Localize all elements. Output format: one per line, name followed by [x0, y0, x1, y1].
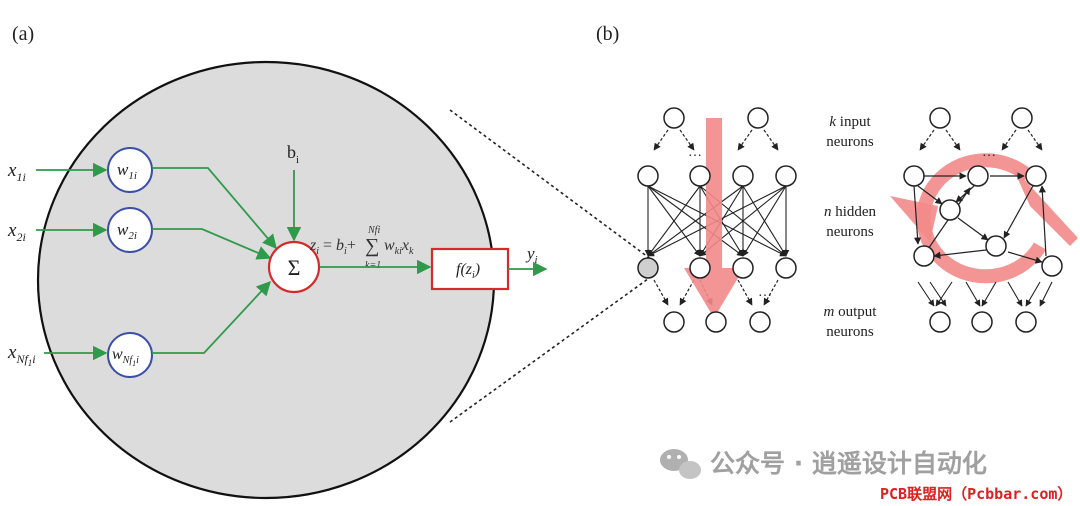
rnn-input-fan: [919, 129, 1043, 151]
weight-w2-label: w2i: [117, 220, 137, 242]
ff-hidden-layer-2: [637, 257, 797, 279]
panel-a: (a) x1i x2i xNf1i w1i w2i wNf1i: [7, 23, 653, 500]
hidden-layer-label-2: neurons: [826, 224, 874, 240]
rnn-arrow-head-left: [890, 196, 938, 242]
input-layer-label-2: neurons: [826, 134, 874, 150]
panel-a-label: (a): [12, 23, 34, 45]
svg-text:∑: ∑: [365, 235, 379, 257]
wechat-watermark-text: 公众号 · 逍遥设计自动化: [710, 449, 987, 478]
w2-to-sum-arrow: [152, 228, 272, 260]
input-layer-label: k input: [829, 114, 871, 130]
weight-w1-node: [107, 147, 153, 193]
rnn-input-dots: …: [982, 145, 996, 160]
ff-input-fan: [653, 129, 779, 151]
output-layer-label-2: neurons: [826, 324, 874, 340]
summation-node: [267, 240, 321, 294]
ff-hidden-layer-1: [637, 165, 797, 187]
input-xn-label: xNf1i: [7, 342, 36, 368]
ff-input-layer: [663, 107, 769, 129]
activation-function-label: f(zi): [456, 261, 480, 281]
rnn-output-fan: [917, 281, 1053, 307]
weight-w1-label: w1i: [117, 160, 137, 182]
summation-symbol: Σ: [288, 255, 301, 280]
site-watermark-text: PCB联盟网（Pcbbar.com）: [880, 485, 1072, 503]
weight-w2-node: [107, 207, 153, 253]
hidden-layer-label: n hidden: [824, 204, 877, 220]
ff-edge: [647, 185, 744, 257]
ff-edge: [647, 185, 701, 257]
svg-text:wkixk: wkixk: [384, 237, 414, 257]
rnn-hidden-layer: [903, 165, 1063, 277]
ff-edge: [742, 185, 787, 257]
output-y-label: yi: [525, 244, 538, 266]
ff-input-dots: …: [688, 145, 702, 160]
wn-to-sum-arrow: [152, 280, 271, 354]
weight-wn-label: wNf1i: [112, 346, 139, 368]
rnn-arrow-head-right: [1012, 166, 1078, 246]
svg-text:zi = bi+: zi = bi+: [309, 237, 356, 257]
recurrent-network: …: [890, 107, 1078, 333]
weighted-sum-equation: zi = bi+ ∑ Nfi k=1 wkixk: [309, 225, 414, 271]
svg-text:Nfi: Nfi: [367, 225, 380, 236]
panel-b: (b) … …: [596, 23, 1078, 340]
ff-highlighted-neuron: [637, 257, 659, 279]
feedforward-network: … …: [637, 107, 797, 333]
panel-b-label: (b): [596, 23, 619, 45]
rnn-output-layer: [929, 311, 1037, 333]
input-x1-label: x1i: [7, 160, 26, 184]
weight-wn-node: [107, 332, 153, 378]
wechat-watermark: 公众号 · 逍遥设计自动化: [660, 449, 987, 479]
output-layer-label: m output: [824, 304, 878, 320]
bias-label: bi: [287, 142, 299, 166]
ff-output-dots: …: [758, 285, 772, 300]
input-x2-label: x2i: [7, 220, 26, 244]
svg-text:k=1: k=1: [365, 260, 381, 271]
ff-output-layer: [663, 311, 771, 333]
layer-labels: k input neurons n hidden neurons m outpu…: [824, 114, 878, 340]
wechat-icon: [660, 449, 701, 479]
w1-to-sum-arrow: [152, 167, 277, 250]
neuron-sphere: [36, 60, 496, 500]
rnn-input-layer: [929, 107, 1033, 129]
